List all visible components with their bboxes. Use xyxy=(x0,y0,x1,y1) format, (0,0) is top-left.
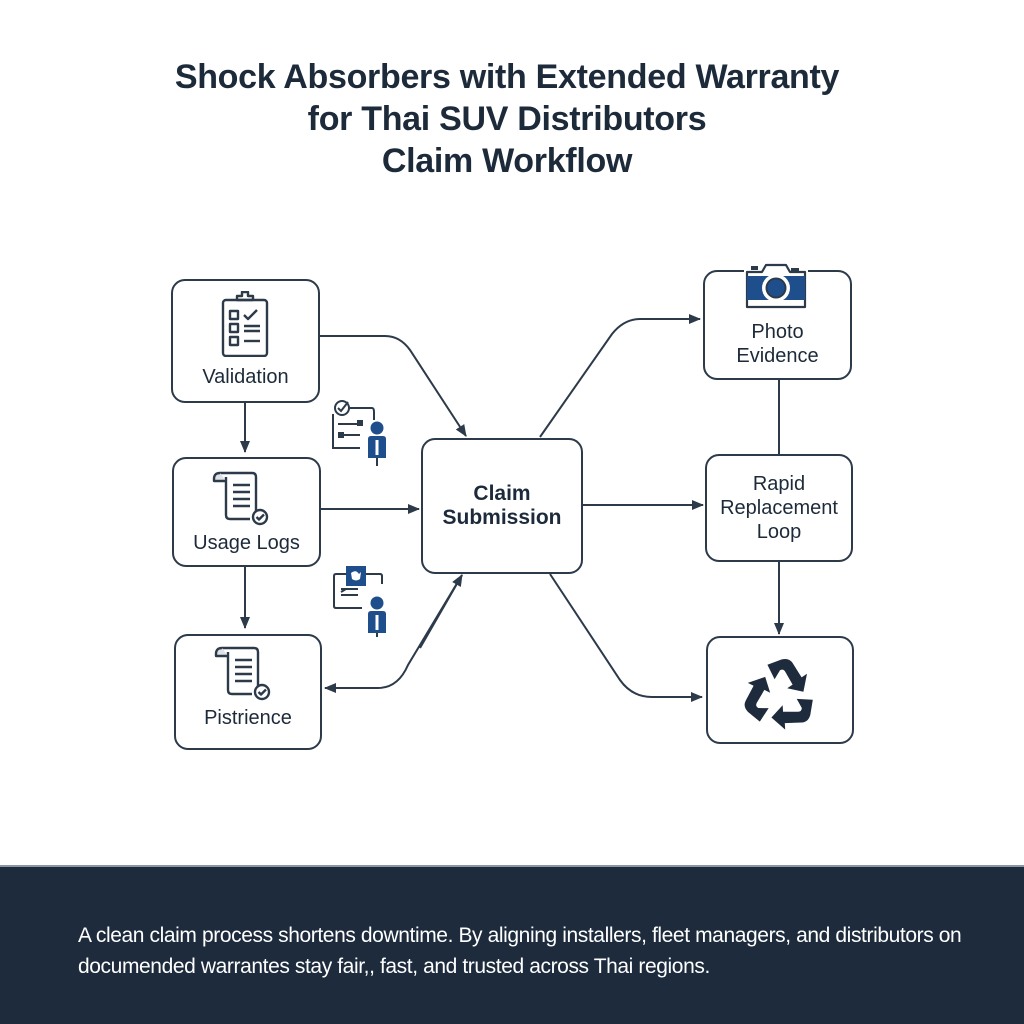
arrow-validation-to-claim xyxy=(320,335,467,437)
installer-checklist-icon xyxy=(332,400,386,466)
scroll-document-check-icon xyxy=(214,646,271,701)
arrow-claim-to-recycle xyxy=(549,573,703,702)
fleet-manager-document-icon xyxy=(333,566,386,637)
scroll-document-check-icon xyxy=(212,471,269,526)
title-line-2: for Thai SUV Distributors xyxy=(307,100,707,138)
node-pistrience[interactable]: Pistrience xyxy=(174,634,322,750)
footer-text: A clean claim process shortens downtime.… xyxy=(78,924,962,978)
clipboard-checklist-icon xyxy=(221,291,269,357)
node-usage-logs[interactable]: Usage Logs xyxy=(172,457,321,567)
node-validation-label: Validation xyxy=(202,366,289,388)
node-rapid-label-line-3: Loop xyxy=(756,521,802,543)
node-rapid-label-line-2: Replacement xyxy=(720,497,838,519)
footer-banner: A clean claim process shortens downtime.… xyxy=(0,865,1024,1024)
node-validation[interactable]: Validation xyxy=(171,279,320,403)
title-line-3: Claim Workflow xyxy=(381,142,633,180)
arrow-claim-to-pistrience xyxy=(324,574,463,693)
node-rapid-label-line-1: Rapid xyxy=(752,473,806,495)
node-rapid-replacement[interactable]: Rapid Replacement Loop xyxy=(705,454,853,562)
arrow-claim-to-photo xyxy=(539,314,701,438)
node-pistrience-label: Pistrience xyxy=(204,707,292,729)
node-claim-submission[interactable]: Claim Submission xyxy=(421,438,583,574)
node-claim-label-line-2: Submission xyxy=(442,506,562,529)
recycle-icon xyxy=(744,658,813,730)
node-photo-label-line-2: Evidence xyxy=(736,345,819,367)
node-claim-label-line-1: Claim xyxy=(473,482,531,505)
arrow-pistrience-to-claim xyxy=(419,574,463,649)
page-title: Shock Absorbers with Extended Warranty f… xyxy=(0,56,1014,182)
title-line-1: Shock Absorbers with Extended Warranty xyxy=(174,58,840,96)
node-recycle[interactable] xyxy=(706,636,854,744)
node-usage-logs-label: Usage Logs xyxy=(193,532,300,554)
node-photo-label-line-1: Photo xyxy=(751,321,804,343)
camera-icon xyxy=(744,262,808,310)
